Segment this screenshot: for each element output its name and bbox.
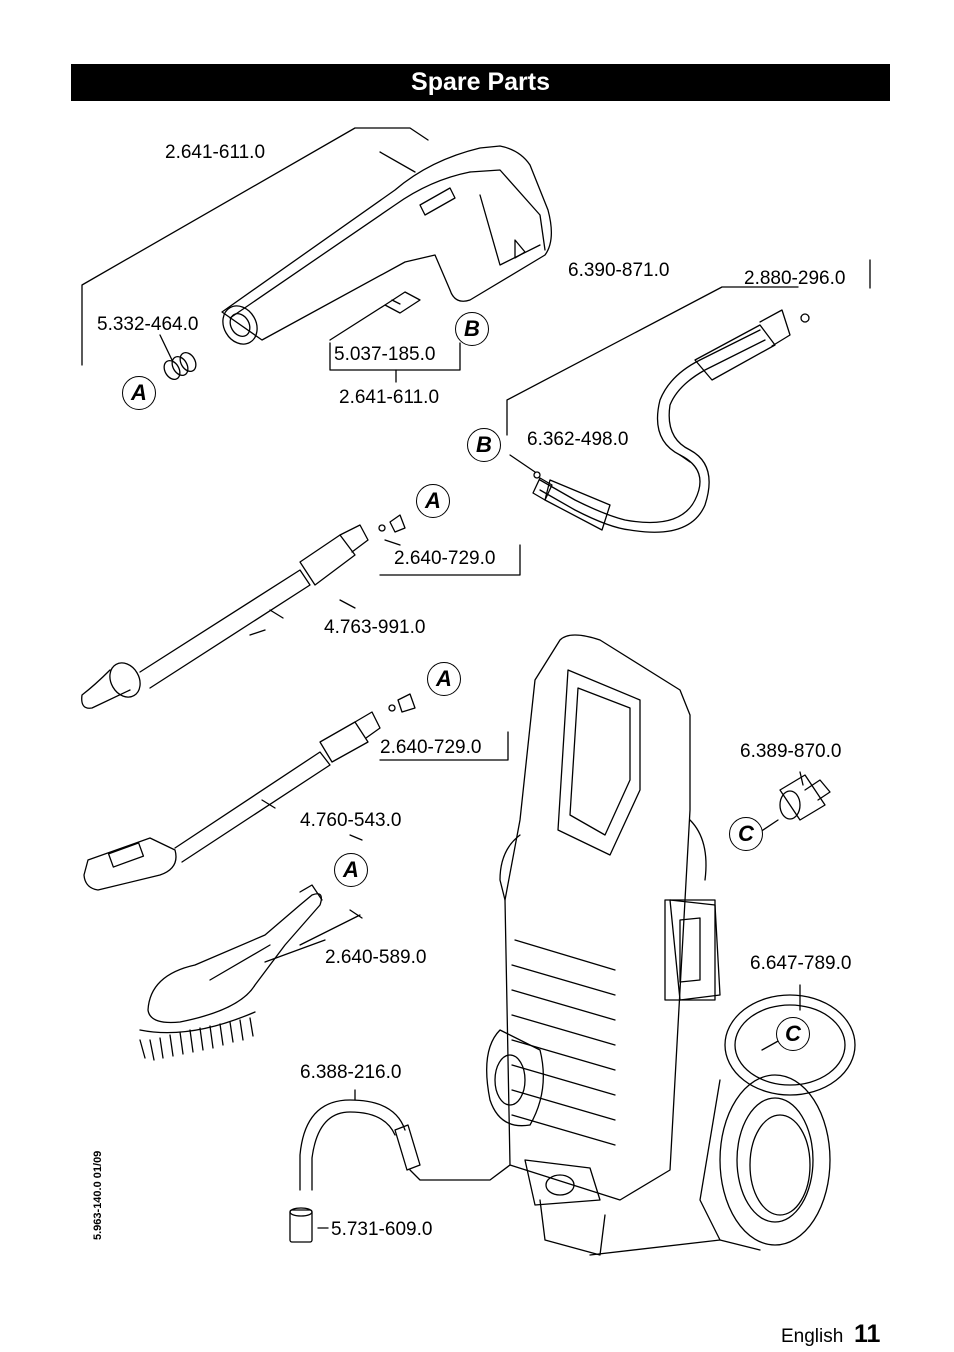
trigger-gun-illustration: [221, 145, 552, 345]
callout-b-hose: B: [467, 428, 501, 462]
part-number-lance-nozzle: 2.640-729.0: [394, 548, 496, 569]
part-number-brush: 2.640-589.0: [325, 947, 427, 968]
callout-c-hose: C: [776, 1017, 810, 1051]
part-number-gun-assembly-2: 2.641-611.0: [339, 387, 440, 408]
high-pressure-hose-illustration: [532, 309, 810, 533]
gun-seals-illustration: [163, 352, 197, 380]
pressure-washer-illustration: [486, 634, 856, 1256]
callout-a-lance1: A: [416, 484, 450, 518]
vario-lance-illustration: [83, 693, 416, 891]
part-number-gun-seals: 5.332-464.0: [97, 314, 199, 335]
callout-a-lance2: A: [427, 662, 461, 696]
part-number-coupling: 6.389-870.0: [740, 741, 842, 762]
lance1-leader-lines: [249, 539, 521, 636]
part-number-garden-hose: 6.647-789.0: [750, 953, 852, 974]
part-number-suction-hose: 6.388-216.0: [300, 1062, 402, 1083]
brush-leader-lines: [264, 909, 363, 963]
spray-lance-illustration: [81, 514, 406, 709]
callout-b-gun: B: [455, 312, 489, 346]
part-number-hose-assembly: 6.390-871.0: [568, 260, 670, 281]
coupling-illustration: [779, 774, 831, 821]
part-number-filter: 5.731-609.0: [331, 1219, 433, 1240]
page-number: 11: [854, 1320, 881, 1348]
part-number-lance-spray: 4.763-991.0: [324, 617, 426, 638]
suction-leader-lines: [317, 1089, 511, 1229]
callout-a-gun: A: [122, 376, 156, 410]
part-number-lance-vario: 4.760-543.0: [300, 810, 402, 831]
hose-leader-lines: [506, 259, 871, 473]
part-number-gun-assembly: 2.641-611.0: [165, 142, 266, 163]
gun-leader-lines: [81, 127, 461, 383]
page-title-bar: Spare Parts: [71, 64, 890, 101]
part-number-gun-clip: 5.037-185.0: [334, 344, 436, 365]
wash-brush-illustration: [139, 884, 323, 1061]
callout-c-coupling: C: [729, 817, 763, 851]
suction-hose-illustration: [289, 1099, 421, 1243]
part-number-lance-nozzle-2: 2.640-729.0: [380, 737, 482, 758]
footer-language: English: [781, 1326, 844, 1347]
lance2-leader-lines: [261, 731, 509, 841]
part-number-hose-nipple: 6.362-498.0: [527, 429, 629, 450]
part-number-hose-oring: 2.880-296.0: [744, 268, 846, 289]
page-title: Spare Parts: [411, 68, 550, 96]
document-code: 5.963-140.0 01/09: [92, 1150, 104, 1240]
callout-a-brush: A: [334, 853, 368, 887]
coupling-leader-lines: [759, 771, 804, 833]
